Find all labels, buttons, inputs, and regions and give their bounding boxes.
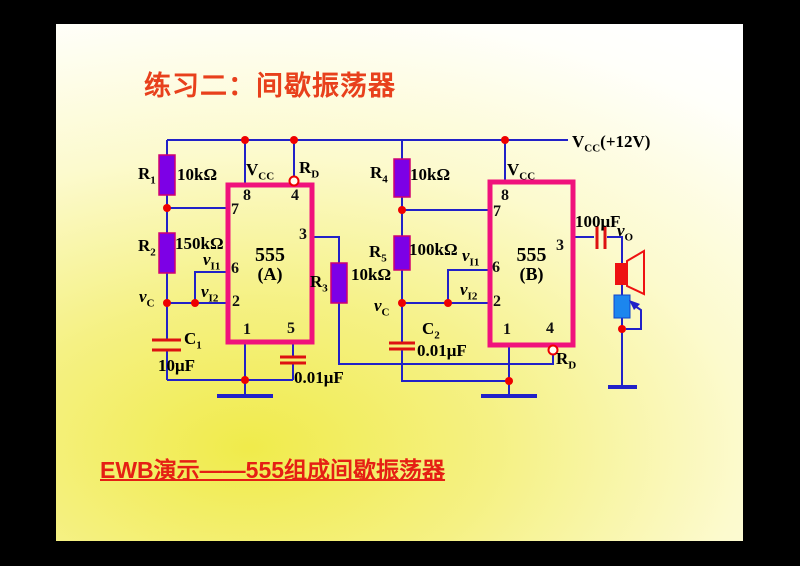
label-vcc-a: VCC — [246, 160, 275, 183]
junction-dots — [163, 136, 626, 385]
label-r5: R5 — [369, 242, 387, 265]
label-vcc-supply: VCC(+12V) — [572, 132, 651, 155]
chip-a-variant: (A) — [257, 264, 283, 284]
label-r4: R4 — [370, 163, 388, 186]
chip-a-pin-4: 4 — [291, 187, 299, 204]
resistor-r2 — [158, 232, 176, 274]
label-vc-b: vC — [374, 296, 390, 319]
resistor-r3 — [330, 262, 348, 304]
label-c2: C2 — [422, 319, 440, 342]
label-vo: vO — [617, 221, 634, 244]
label-r3-value: 10kΩ — [351, 265, 392, 284]
chip-b-pin-3: 3 — [556, 237, 564, 254]
label-cap-a5-value: 0.01μF — [294, 368, 344, 387]
page-title: 练习二：间歇振荡器 — [144, 71, 396, 101]
label-r3: R3 — [310, 272, 328, 295]
chip-555-b-outline — [487, 179, 576, 348]
chip-b-pin-1: 1 — [503, 321, 511, 338]
capacitor-c1 — [152, 338, 181, 352]
ground-symbols — [217, 385, 637, 398]
chip-a-part: 555 — [255, 244, 285, 266]
reset-terminals — [288, 175, 559, 356]
capacitors — [152, 226, 607, 365]
reset-terminal-a — [288, 175, 300, 187]
label-r1: R1 — [138, 164, 156, 187]
chip-b-pin-4: 4 — [546, 320, 554, 337]
chip-a-pin-7: 7 — [231, 201, 239, 218]
resistors — [158, 154, 411, 304]
label-vi2-a: vI2 — [201, 282, 219, 305]
label-c1: C1 — [184, 329, 202, 352]
label-rd-b: RD — [556, 349, 577, 372]
chip-b-pin-6: 6 — [492, 259, 500, 276]
potentiometer — [613, 294, 640, 319]
chip-555-a-outline — [225, 182, 315, 345]
chip-a-pin-3: 3 — [299, 226, 307, 243]
resistor-r4 — [393, 158, 411, 198]
label-vc-a: vC — [139, 287, 155, 310]
label-vi1-a: vI1 — [203, 250, 221, 273]
label-r2: R2 — [138, 236, 156, 259]
capacitor-c2 — [389, 341, 415, 351]
chip-a-pin-2: 2 — [232, 293, 240, 310]
chip-a-pin-6: 6 — [231, 260, 239, 277]
ewb-demo-link[interactable]: EWB演示——555组成间歇振荡器 — [100, 457, 446, 483]
label-r2-value: 150kΩ — [175, 234, 224, 253]
capacitor-a-pin5 — [280, 355, 306, 365]
label-cap-out-value: 100μF — [575, 212, 621, 231]
resistor-r5 — [393, 235, 411, 271]
label-r5-value: 100kΩ — [409, 240, 458, 259]
chip-b-pin-2: 2 — [493, 293, 501, 310]
speaker-icon — [615, 249, 645, 296]
chip-a-pin-5: 5 — [287, 320, 295, 337]
capacitor-output-100uf — [595, 226, 607, 249]
chip-b-variant: (B) — [519, 264, 544, 284]
label-c2-value: 0.01μF — [417, 341, 467, 360]
label-vi1-b: vI1 — [462, 246, 480, 269]
chip-a-pin-8: 8 — [243, 187, 251, 204]
label-vi2-b: vI2 — [460, 280, 478, 303]
wiper-arrow-icon — [629, 300, 640, 310]
label-vcc-b: VCC — [507, 160, 536, 183]
chip-b-pin-7: 7 — [493, 203, 501, 220]
label-r1-value: 10kΩ — [177, 165, 218, 184]
chip-b-pin-8: 8 — [501, 187, 509, 204]
reset-terminal-b — [547, 344, 559, 356]
label-r4-value: 10kΩ — [410, 165, 451, 184]
chip-a-pin-1: 1 — [243, 321, 251, 338]
label-c1-value: 10μF — [158, 356, 196, 375]
resistor-r1 — [158, 154, 176, 196]
presentation-slide — [56, 24, 743, 541]
label-rd-a: RD — [299, 158, 320, 181]
chip-b-part: 555 — [516, 244, 547, 266]
